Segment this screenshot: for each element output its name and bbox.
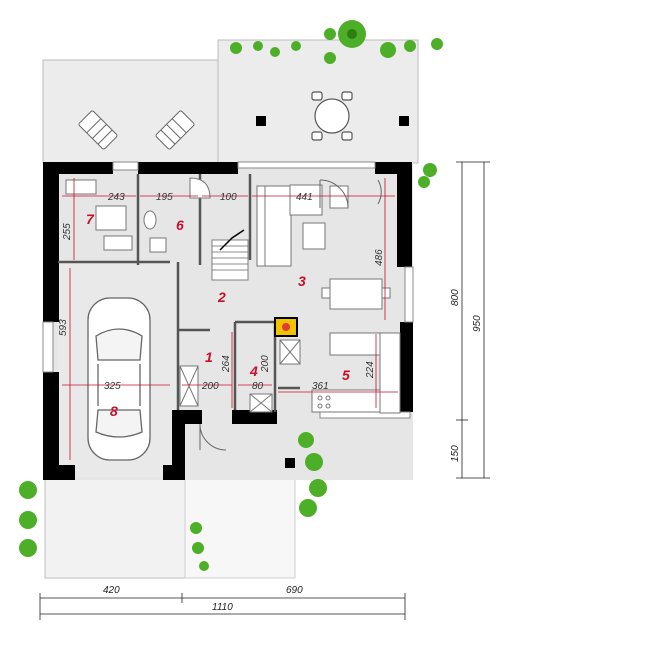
rear-terrace-right	[217, 39, 419, 164]
kitchen-counter	[311, 332, 401, 414]
dim-room7-height: 255	[62, 223, 73, 241]
dim-room5-height: 224	[365, 361, 376, 379]
doors	[199, 179, 382, 451]
table-icon	[321, 278, 391, 310]
exterior-walls	[43, 162, 413, 480]
coffee-table	[302, 222, 326, 250]
deckchair-icon	[155, 110, 195, 150]
dim-room4-height: 200	[260, 355, 271, 373]
dim-room1-width: 200	[201, 381, 219, 392]
windows	[42, 161, 414, 419]
room-number-2: 2	[217, 289, 226, 305]
terrace-post-right	[399, 116, 409, 126]
table-icon	[311, 91, 353, 141]
external-dimension-lines	[39, 161, 490, 620]
internal-dimension-lines	[62, 178, 398, 460]
armchair	[329, 185, 349, 209]
dim-room3-height: 486	[374, 249, 385, 266]
dim-room6-width: 195	[156, 192, 173, 203]
bathroom-fixtures	[143, 177, 211, 253]
room-number-3: 3	[298, 273, 306, 289]
room-number-5: 5	[342, 367, 350, 383]
tree-icon	[19, 20, 443, 571]
fire-flame	[282, 323, 290, 331]
room-number-4: 4	[249, 363, 258, 379]
dim-room3-width: 441	[296, 192, 313, 203]
dim-room7-width: 243	[107, 192, 125, 203]
dim-depth-total: 950	[472, 315, 483, 332]
dim-hall-width: 100	[220, 192, 237, 203]
rear-terrace-left	[42, 59, 231, 164]
stairs-icon	[211, 229, 249, 281]
dim-depth-main: 800	[450, 289, 461, 306]
room-number-8: 8	[110, 403, 118, 419]
porch-post	[285, 458, 295, 468]
sofa-icon	[256, 184, 323, 267]
terrace-post-left	[256, 116, 266, 126]
dim-room8-width: 325	[104, 381, 121, 392]
storage-cabinets	[179, 339, 301, 413]
room-number-7: 7	[86, 211, 95, 227]
dim-room1-height: 264	[221, 355, 232, 373]
dim-room5-width: 361	[312, 381, 329, 392]
dim-left-part: 420	[103, 585, 120, 596]
utility-fixtures	[65, 179, 133, 251]
dim-room8-height: 593	[58, 319, 69, 336]
deckchair-icon	[78, 110, 118, 150]
dim-room4-width: 80	[252, 381, 264, 392]
front-driveway	[44, 477, 186, 579]
room-number-1: 1	[205, 349, 213, 365]
room-number-6: 6	[176, 217, 184, 233]
dim-right-part: 690	[286, 585, 303, 596]
car-icon	[87, 297, 151, 461]
dim-depth-extra: 150	[450, 445, 461, 462]
dim-total-width: 1110	[212, 602, 233, 613]
